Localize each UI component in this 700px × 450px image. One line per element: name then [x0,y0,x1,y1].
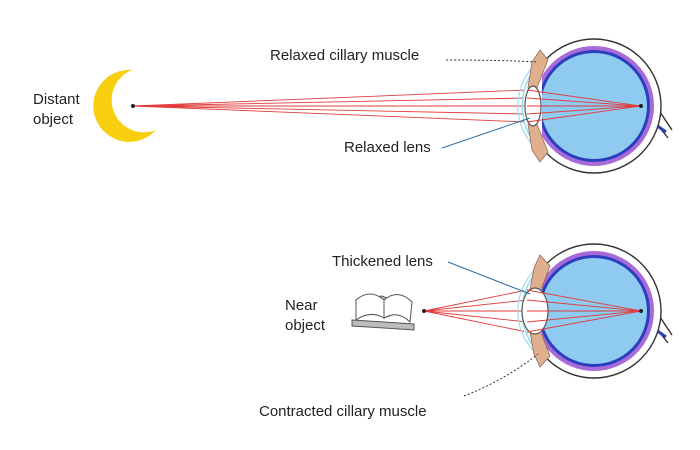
near-object-label-line-1: Near [285,297,318,314]
near-object-label: Near object [285,297,326,334]
eye-accommodated [517,243,673,379]
distant-object-section: Distant object [33,38,673,174]
focus-point-retina [639,309,643,313]
near-object-label-line-2: object [285,317,326,334]
distant-object-label: Distant object [33,91,84,128]
open-book-icon [351,293,415,331]
contracted-cillary-muscle-label: Contracted cillary muscle [259,403,427,420]
light-rays-near [423,289,528,333]
contracted-cillary-muscle-leader [463,353,539,397]
relaxed-cillary-muscle-leader [445,59,539,63]
near-object-section: Near object [259,243,673,420]
eye-relaxed [517,38,673,174]
light-rays-distant [132,89,642,123]
distant-object-point [131,104,135,108]
thickened-lens-leader [447,261,531,295]
relaxed-lens-leader [441,117,531,149]
crescent-moon-icon [93,69,156,142]
distant-object-label-line-1: Distant [33,91,81,108]
cornea-outer [517,266,539,356]
thickened-lens-label: Thickened lens [332,253,433,270]
relaxed-lens-label: Relaxed lens [344,139,431,156]
near-object-point [422,309,426,313]
cornea-outer [517,61,539,151]
distant-object-label-line-2: object [33,111,74,128]
relaxed-cillary-muscle-label: Relaxed cillary muscle [270,47,419,64]
focus-point-retina [639,104,643,108]
